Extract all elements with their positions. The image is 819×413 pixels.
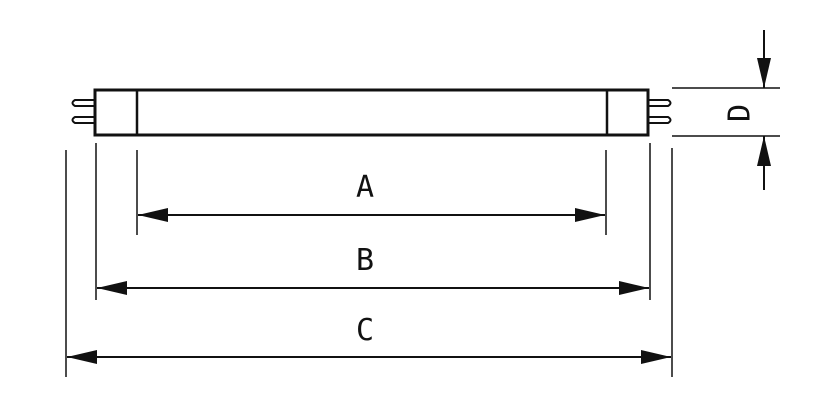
lamp-tube: [93, 88, 650, 137]
left-pin-top: [71, 99, 95, 107]
tube-body: [93, 88, 650, 137]
label-c: C: [356, 313, 374, 348]
dimension-d: [672, 30, 780, 190]
right-pin-bottom: [648, 116, 672, 124]
left-pin-bottom: [71, 116, 95, 124]
right-pins: [648, 99, 672, 124]
label-a: A: [356, 170, 374, 205]
label-b: B: [356, 243, 374, 278]
extension-lines: [65, 143, 673, 377]
label-d: D: [723, 104, 758, 122]
right-pin-top: [648, 99, 672, 107]
left-pins: [71, 99, 95, 124]
